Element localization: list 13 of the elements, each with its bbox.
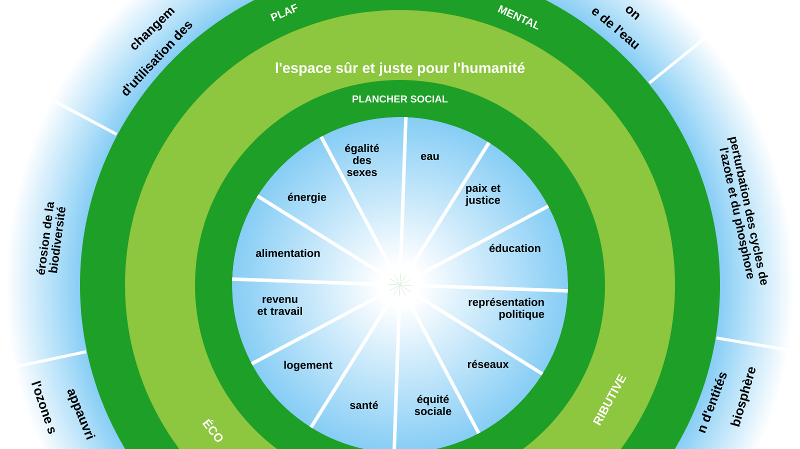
sector: logement: [284, 360, 332, 372]
sector: représentation politique: [468, 298, 544, 320]
sector: eau: [420, 154, 439, 160]
sector: énergie: [288, 192, 326, 204]
sector: égalité des sexes: [345, 144, 380, 176]
sector: revenu et travail: [258, 296, 302, 315]
sector: réseaux: [468, 360, 509, 368]
sector: paix et justice: [465, 184, 500, 206]
sector: éducation: [489, 244, 540, 252]
sector: équité sociale: [414, 394, 452, 416]
sector: alimentation: [256, 248, 320, 258]
boundary-label: érosion de la biodiversité: [36, 202, 66, 275]
sector: santé: [350, 400, 378, 410]
